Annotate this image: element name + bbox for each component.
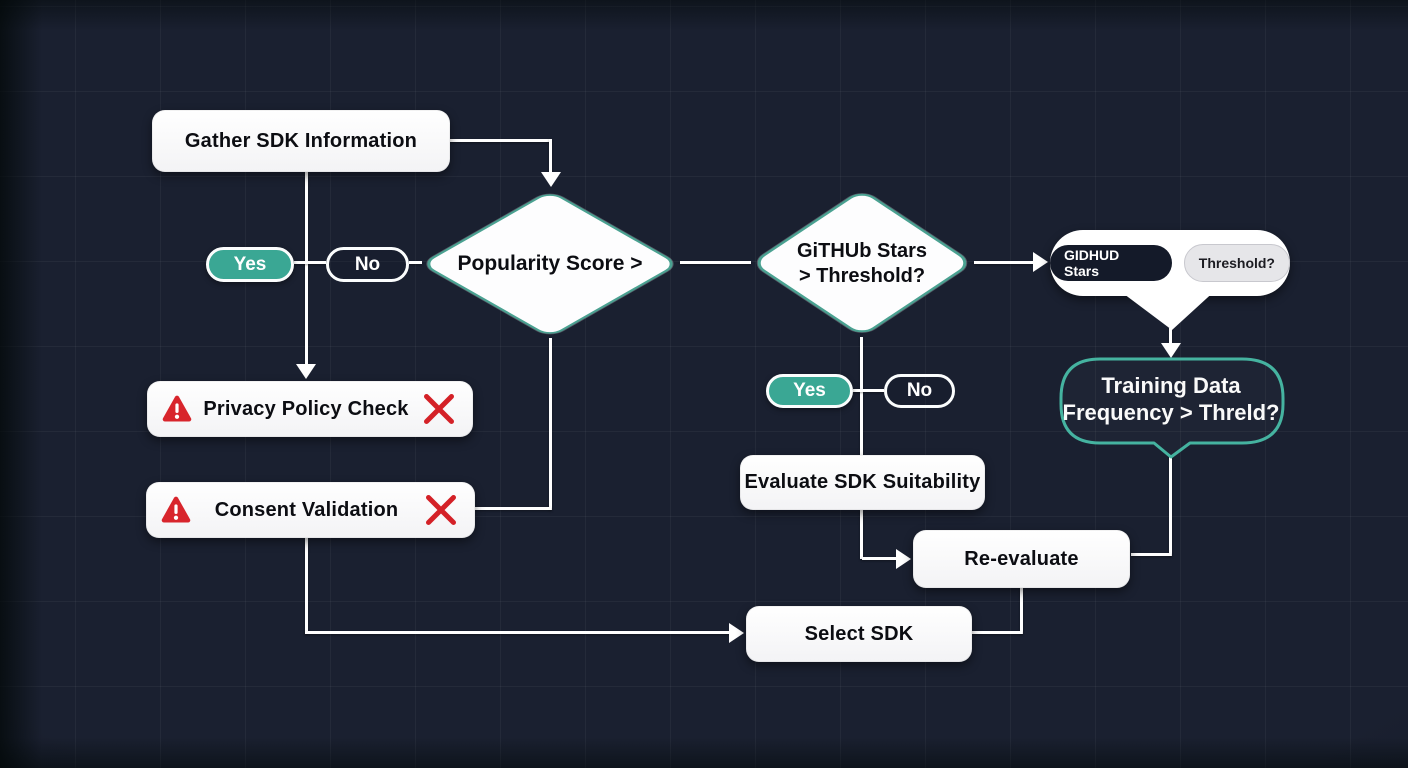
connector-gather-to-popularity: [450, 139, 551, 142]
connector-training-to-reevaluate: [1131, 553, 1171, 556]
connector-reevaluate-to-select: [972, 631, 1022, 634]
warning-icon: [162, 395, 192, 422]
node-select-sdk: Select SDK: [746, 606, 972, 662]
branch-no-pill: No: [326, 247, 409, 282]
node-gather-sdk-information: Gather SDK Information: [152, 110, 450, 172]
node-reevaluate: Re-evaluate: [913, 530, 1130, 588]
arrowhead-icon: [541, 172, 561, 187]
connector-evaluate-to-reevaluate: [862, 557, 898, 560]
node-label: GiTHUb Stars > Threshold?: [796, 240, 928, 287]
connector-training-to-reevaluate: [1169, 455, 1172, 556]
connector-evaluate-to-reevaluate: [860, 510, 863, 559]
arrowhead-icon: [296, 364, 316, 379]
callout-tail: [1116, 288, 1218, 330]
connector-popularity-to-github: [680, 261, 751, 264]
connector-no-to-popularity: [409, 261, 422, 264]
node-label: Popularity Score >: [457, 251, 643, 275]
connector-gather-to-privacy: [305, 172, 308, 366]
connector-consent-to-select: [305, 631, 731, 634]
node-label: Consent Validation: [214, 498, 399, 521]
arrowhead-icon: [1033, 252, 1048, 272]
branch-no-pill: No: [884, 374, 955, 408]
node-label: Evaluate SDK Suitability: [744, 471, 981, 493]
connector-gather-to-popularity: [549, 139, 552, 175]
callout-light-pill: Threshold?: [1183, 244, 1290, 282]
node-stars-callout: GIDHUD Stars Threshold?: [1050, 230, 1290, 296]
node-label: Privacy Policy Check: [203, 397, 409, 420]
branch-yes-pill: Yes: [766, 374, 853, 408]
arrowhead-icon: [729, 623, 744, 643]
x-mark-icon: [423, 394, 454, 424]
connector-popularity-to-consent: [549, 338, 552, 510]
connector-github-to-evaluate: [860, 337, 863, 455]
callout-dark-pill: GIDHUD Stars: [1050, 245, 1172, 281]
connector-consent-to-select: [305, 538, 308, 634]
x-mark-icon: [426, 495, 456, 525]
arrowhead-icon: [896, 549, 911, 569]
node-label: Select SDK: [804, 622, 914, 645]
connector-yes-no-left: [294, 261, 326, 264]
node-label: Re-evaluate: [964, 547, 1079, 570]
connector-popularity-to-consent: [475, 507, 551, 510]
warning-icon: [161, 496, 191, 523]
connector-yes-no-right: [853, 389, 884, 392]
connector-github-to-callout: [974, 261, 1035, 264]
node-privacy-policy-check: Privacy Policy Check: [147, 381, 473, 437]
node-consent-validation: Consent Validation: [146, 482, 475, 538]
branch-yes-pill: Yes: [206, 247, 294, 282]
node-label: Training Data Frequency > Threld?: [1062, 373, 1280, 425]
connector-reevaluate-to-select: [1020, 588, 1023, 634]
node-label: Gather SDK Information: [184, 129, 418, 152]
node-evaluate-sdk-suitability: Evaluate SDK Suitability: [740, 455, 985, 510]
